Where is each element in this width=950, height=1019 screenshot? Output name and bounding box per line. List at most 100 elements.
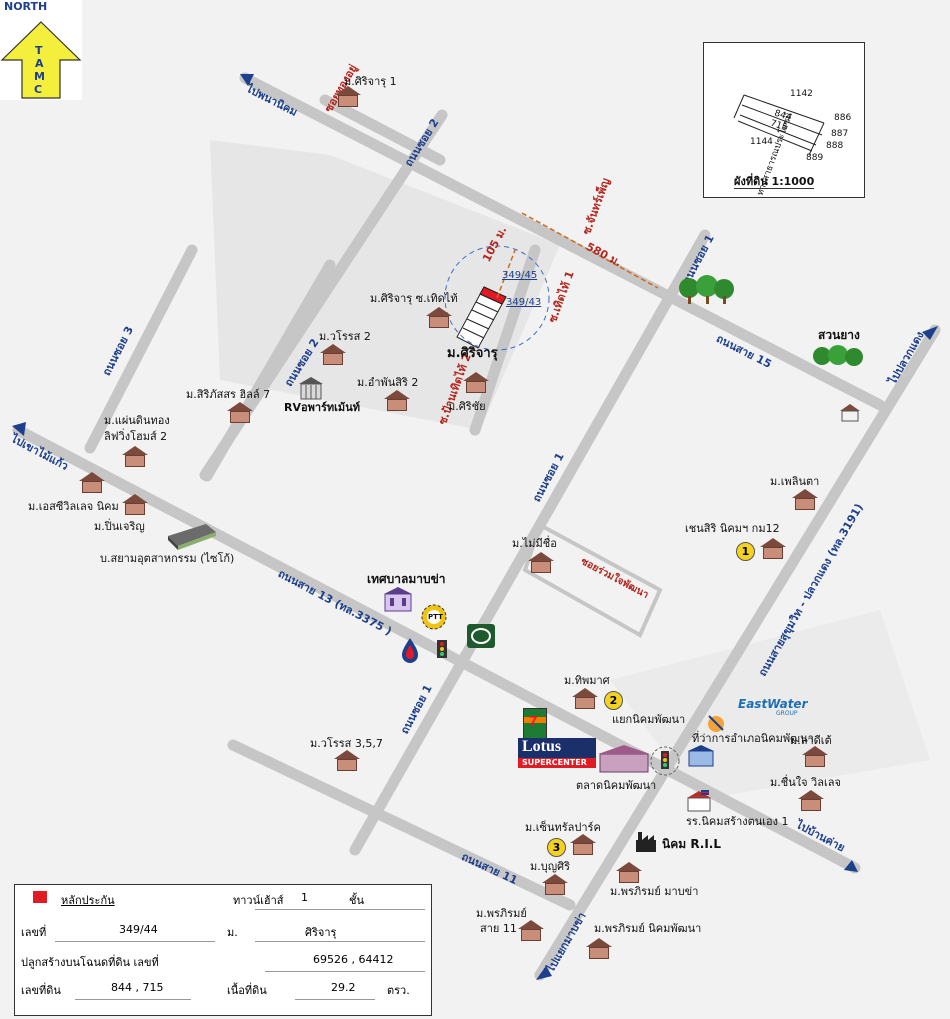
place-label: ลิฟวิ่งโฮมส์ 2 <box>104 430 168 443</box>
ptt-flame-icon <box>402 638 418 663</box>
legend-floors-unit: ชั้น <box>349 894 364 907</box>
north-letter: M <box>34 70 45 83</box>
land-plan-inset: ทางสาธารณประโยชน์ 1142 844 715 1144 886 … <box>703 42 865 198</box>
apartment-icon <box>299 377 323 400</box>
inset-lot: 1144 <box>750 137 773 147</box>
tree-icon <box>813 345 863 366</box>
eastwater-label: EastWater <box>738 697 808 711</box>
house-icon <box>568 834 598 856</box>
legend-area-label: เนื้อที่ดิน <box>227 984 267 997</box>
place-label: ม.พรภิรมย์ <box>476 907 527 920</box>
legend-rule <box>55 941 215 942</box>
distance-line-580 <box>521 212 659 289</box>
legend-rule <box>75 999 191 1000</box>
legend-rule <box>265 971 425 972</box>
place-label: ม.บุญศิริ <box>530 860 570 873</box>
legend-deed-label: ปลูกสร้างบนโฉนดที่ดิน เลขที่ <box>21 956 159 969</box>
place-label: สวนยาง <box>818 328 860 342</box>
house-icon <box>584 938 614 960</box>
place-label: ม.วโรรส 3,5,7 <box>310 737 383 750</box>
arrow-bankhai <box>844 860 858 872</box>
place-label: RVอพาร์ทเม้นท์ <box>284 401 360 414</box>
house-icon <box>382 390 412 412</box>
north-letter: T <box>35 44 43 57</box>
road-soi-thongyu <box>319 94 446 166</box>
inset-lot: 889 <box>806 153 824 163</box>
house-icon <box>120 446 150 468</box>
road-soi2 <box>201 259 336 482</box>
road-sai11 <box>227 739 576 911</box>
arrow-phanat <box>240 74 254 86</box>
place-label: ม.เซ็นทรัลปาร์ค <box>525 821 601 834</box>
house-icon <box>332 750 362 772</box>
place-label-sirijaru: ม.ศิริจารุ <box>447 346 498 361</box>
road-sai15 <box>239 72 886 411</box>
house-icon <box>120 494 150 516</box>
legend-land-no-value: 844 , 715 <box>111 981 164 994</box>
gear-icon <box>421 604 447 630</box>
shelter-icon <box>840 404 860 422</box>
north-letter: A <box>35 57 44 70</box>
place-label: ม.แผ่นดินทอง <box>104 414 170 427</box>
market-icon <box>598 745 650 773</box>
house-icon <box>570 688 600 710</box>
eastwater-sub-label: GROUP <box>776 710 798 717</box>
place-label: นิคม R.I.L <box>662 837 722 851</box>
legend-rule <box>295 999 375 1000</box>
industrial-icon <box>636 832 656 852</box>
house-icon <box>796 790 826 812</box>
place-label: เชนสิริ นิคมฯ กม12 <box>685 522 780 535</box>
place-label: ม.ชื่นใจ วิลเลจ <box>770 776 841 789</box>
marker-3: 3 <box>547 838 566 857</box>
legend-floors: 1 <box>301 891 308 904</box>
place-label: ม.พรภิรมย์ มาบข่า <box>610 885 699 898</box>
radius-circle <box>444 245 550 351</box>
intersection-icon <box>650 746 680 776</box>
inset-lot: 888 <box>826 141 844 151</box>
legend-deed-value: 69526 , 64412 <box>313 953 394 966</box>
house-icon <box>333 86 363 108</box>
distance-line-105 <box>496 249 516 299</box>
tree-icon <box>679 275 734 304</box>
place-label: ที่ว่าการอำเภอนิคมพัฒนา <box>692 732 814 745</box>
inset-plan <box>733 94 825 156</box>
place-label: ตลาดนิคมพัฒนา <box>576 779 657 792</box>
place-label: บ.สยามอุตสาหกรรม (ไซโก้) <box>100 552 235 565</box>
place-label: ม.วโรรส 2 <box>319 330 371 343</box>
legend-rule <box>255 941 425 942</box>
place-label: ม.ลาดีเต้ <box>790 734 832 747</box>
road-soi1 <box>349 229 711 856</box>
house-icon <box>800 746 830 768</box>
house-icon <box>540 874 570 896</box>
legend-village-value: ศิริจารุ <box>305 926 337 939</box>
marker-2: 2 <box>604 691 623 710</box>
lotus-logo: Lotus <box>518 738 596 758</box>
legend-land-no-label: เลขที่ดิน <box>21 984 61 997</box>
shaded-area <box>210 140 560 430</box>
place-label: ม.ศิริจารุ ซ.เทิดไท้ <box>370 292 458 305</box>
legend-area-unit: ตรว. <box>387 984 410 997</box>
traffic-light-icon <box>437 640 447 658</box>
place-label: แยกนิคมพัฒนา <box>612 713 686 726</box>
road-sai13 <box>12 424 861 874</box>
legend-marker-label: หลักประกัน <box>61 894 115 907</box>
gear-label: PTT <box>428 613 443 621</box>
seven-label: 7 <box>529 713 538 730</box>
place-label: ม.สิริภัสสร ฮิลล์ 7 <box>186 388 271 401</box>
lot-label: 349/43 <box>506 297 542 308</box>
marker-1: 1 <box>736 542 755 561</box>
gas-station-icon <box>467 624 495 648</box>
lotus-label: Lotus <box>522 738 562 755</box>
house-icon <box>318 344 348 366</box>
factory-icon <box>168 524 216 550</box>
school-icon <box>687 790 711 812</box>
legend-rule <box>255 909 425 910</box>
lotus-sub-label: SUPERCENTER <box>522 758 587 767</box>
place-label: ม.ปิ่นเจริญ <box>94 520 145 533</box>
place-label: ม.เพลินตา <box>770 475 820 488</box>
place-label: ม.ไม่มีชื่อ <box>512 537 557 550</box>
place-label: ม.เอสซีวิลเลจ นิคม <box>28 500 119 513</box>
property-info-box: หลักประกัน ทาวน์เฮ้าส์ 1 ชั้น เลขที่ 349… <box>14 884 432 1016</box>
